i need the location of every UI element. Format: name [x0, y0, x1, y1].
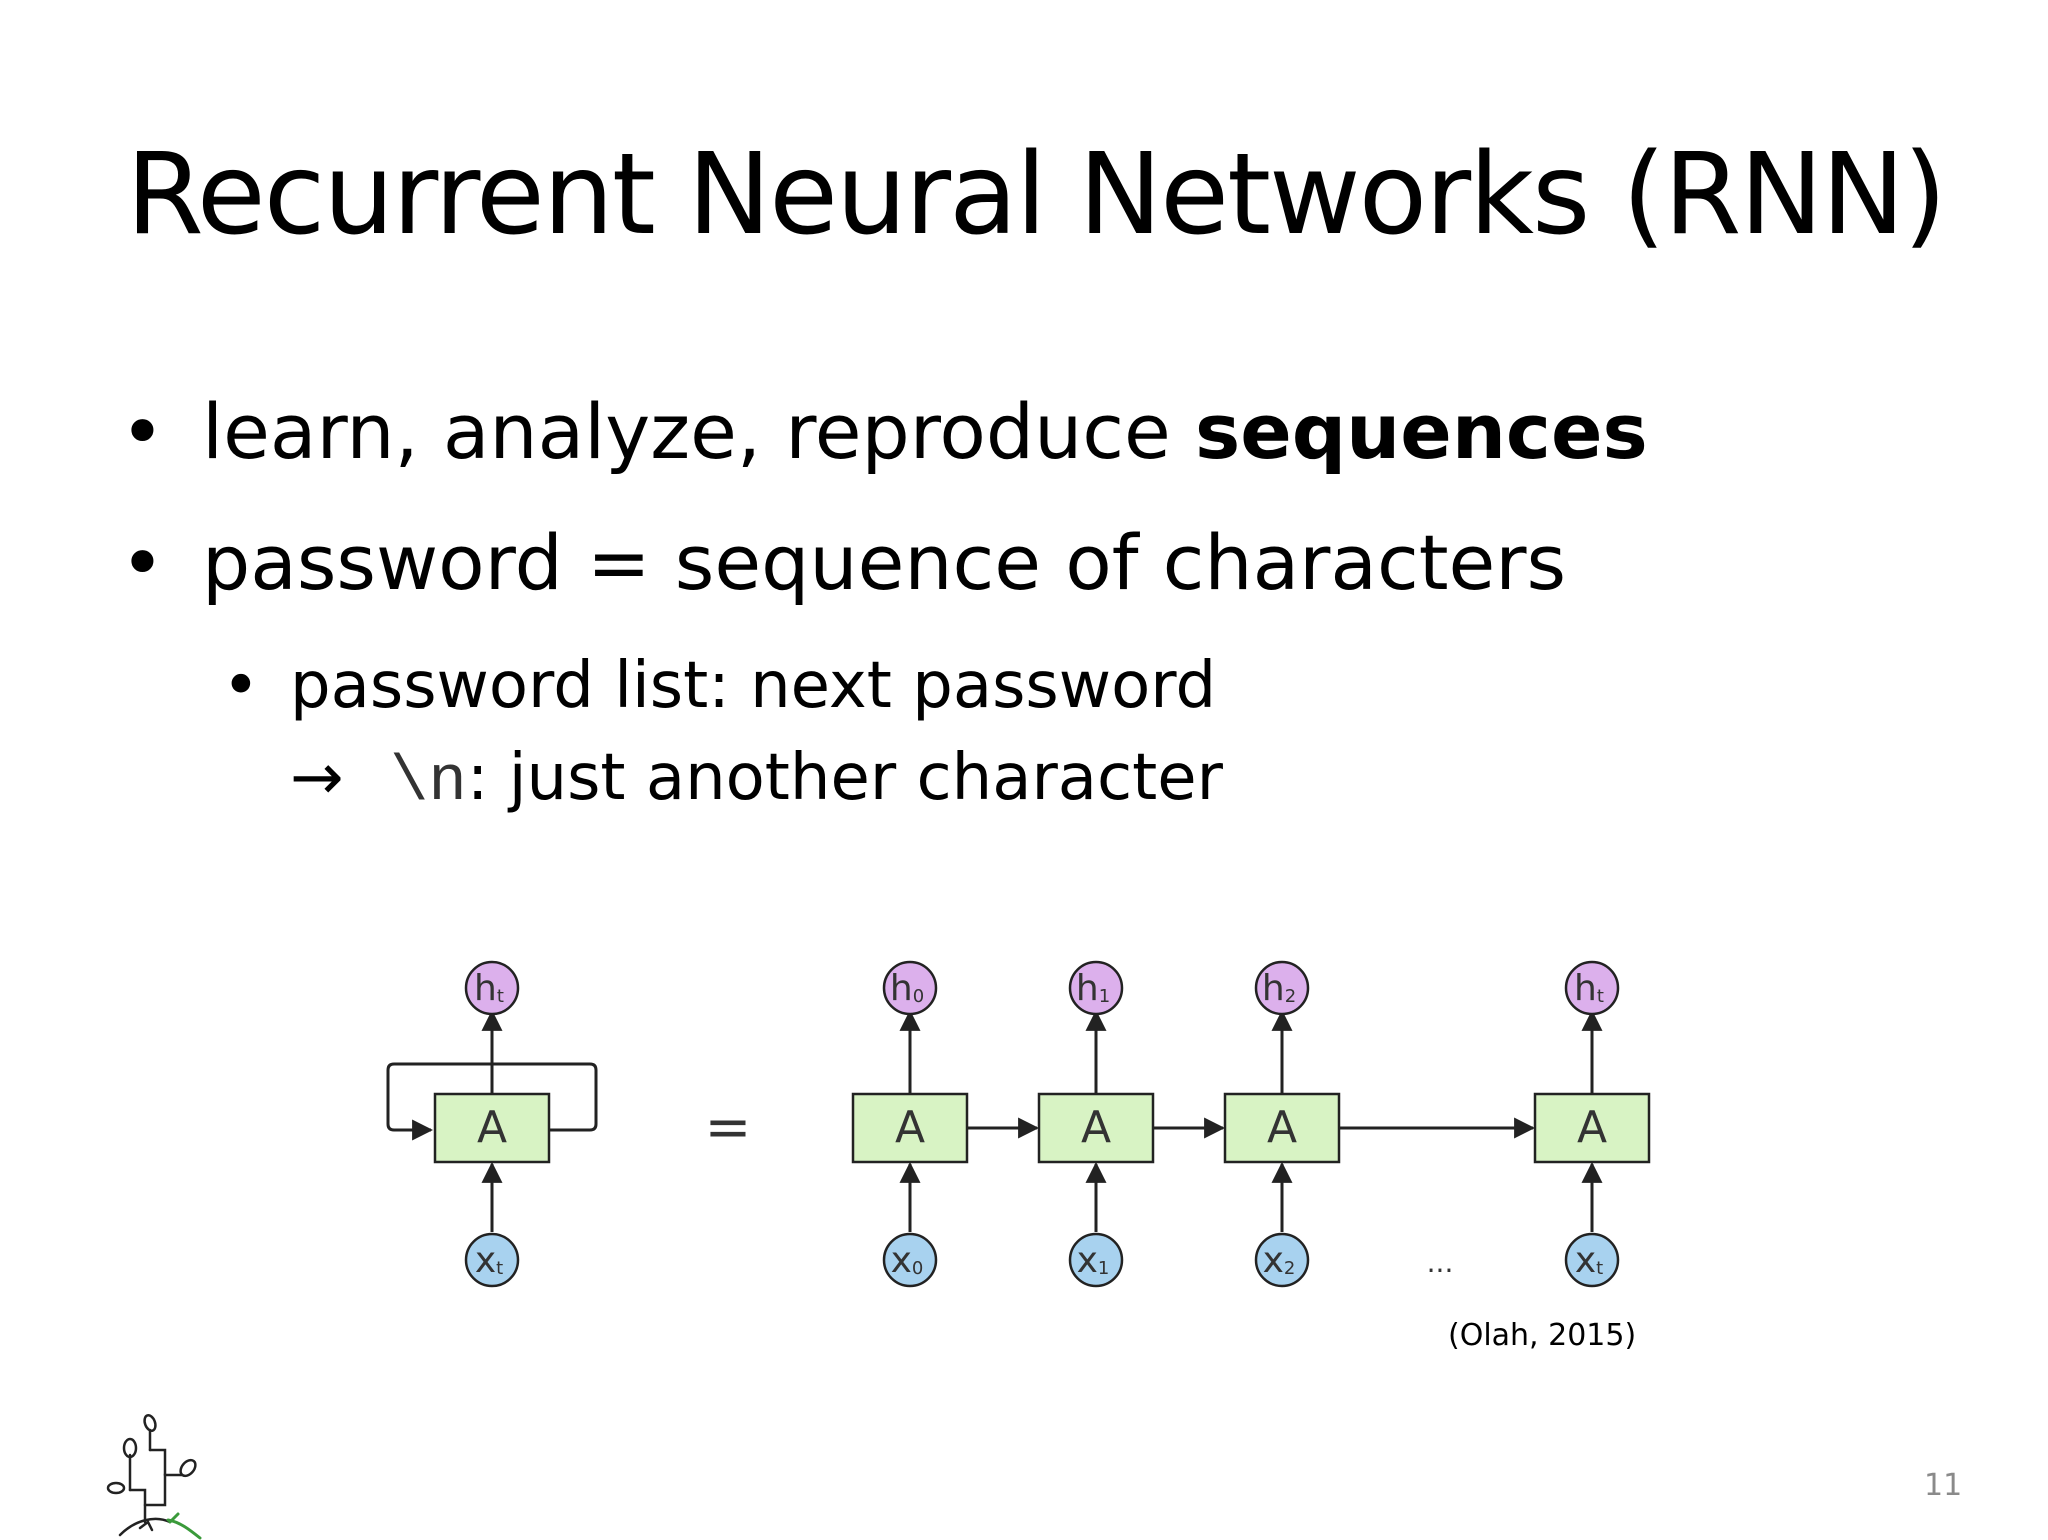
- bullet-1-text: learn, analyze, reproduce: [202, 387, 1195, 476]
- sub-bullet-text: password list: next password: [290, 649, 1217, 723]
- recurrent-loop-arrow: [386, 1062, 598, 1141]
- unrolled-step-0-cell-label: A: [895, 1102, 925, 1153]
- unrolled-step-3-cell: [1533, 1092, 1651, 1164]
- unrolled-step-2-input-node: [1254, 1232, 1310, 1288]
- unrolled-step-3-cell-label: A: [1577, 1102, 1607, 1153]
- newline-code: \n: [390, 747, 467, 819]
- unrolled-step-3-input-node: [1564, 1232, 1620, 1288]
- unrolled-step-2-cell-label: A: [1267, 1102, 1297, 1153]
- unrolled-step-0-cell: [851, 1092, 969, 1164]
- sub-bullet-continuation: → \n: just another character: [290, 736, 1223, 825]
- folded-output-node: [464, 960, 520, 1016]
- unrolled-step-3-output-node: [1564, 960, 1620, 1016]
- sub-bullet: • password list: next password: [222, 644, 1216, 728]
- slide-title: Recurrent Neural Networks (RNN): [126, 130, 1947, 260]
- bullet-dot: •: [120, 387, 165, 476]
- sub-bullet-dot: •: [222, 649, 260, 723]
- unrolled-step-0-input-node: [882, 1232, 938, 1288]
- folded-cell-label: A: [477, 1102, 507, 1153]
- right-arrow-icon: →: [290, 741, 344, 815]
- folded-cell: [433, 1092, 551, 1164]
- citation: (Olah, 2015): [1448, 1318, 1637, 1353]
- bullet-dot: •: [120, 518, 165, 607]
- equals-sign: =: [705, 1095, 752, 1160]
- tree-logo-icon: [106, 1414, 202, 1540]
- diagram-layer: Ahtxt=Ah0x0Ah1x1Ah2x2Ahtxt...: [386, 960, 1651, 1288]
- unrolled-step-2-cell: [1223, 1092, 1341, 1164]
- sub-bullet-rest: : just another character: [466, 741, 1223, 815]
- ellipsis: ...: [1427, 1246, 1454, 1279]
- unrolled-step-1-output-node: [1068, 960, 1124, 1016]
- unrolled-step-0-output-node: [882, 960, 938, 1016]
- unrolled-step-1-input-node: [1068, 1232, 1124, 1288]
- unrolled-step-1-cell-label: A: [1081, 1102, 1111, 1153]
- folded-input-node: [464, 1232, 520, 1288]
- bullet-1: • learn, analyze, reproduce sequences: [120, 384, 1648, 480]
- page-number: 11: [1924, 1468, 1963, 1503]
- unrolled-step-2-output-node: [1254, 960, 1310, 1016]
- bullet-1-bold: sequences: [1194, 387, 1648, 476]
- bullet-2: • password = sequence of characters: [120, 515, 1566, 611]
- bullet-2-text: password = sequence of characters: [202, 518, 1567, 607]
